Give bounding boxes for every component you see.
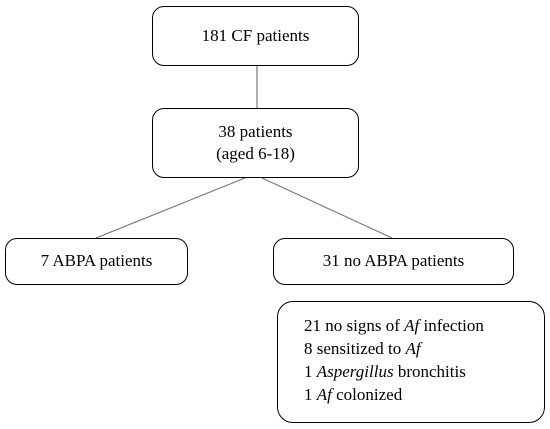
abpa-node-label: 7 ABPA patients: [40, 251, 153, 271]
cohort-age-label: (aged 6-18): [216, 144, 295, 163]
connector-cohort-to-abpa: [95, 177, 246, 239]
no-abpa-node-label: 31 no ABPA patients: [322, 251, 465, 271]
breakdown-item: 21 no signs of Af infection: [304, 316, 484, 335]
no-abpa-node: 31 no ABPA patients: [273, 238, 514, 285]
breakdown-item: 8 sensitized to Af: [304, 339, 421, 359]
breakdown-item: 1 Af colonized: [304, 385, 403, 405]
breakdown-item: 1 Aspergillus bronchitis: [304, 362, 466, 382]
cohort-node: 38 patients (aged 6-18): [152, 108, 359, 178]
root-node-label: 181 CF patients: [201, 25, 310, 45]
abpa-node: 7 ABPA patients: [5, 238, 188, 285]
root-node-cf-patients: 181 CF patients: [152, 6, 359, 66]
connector-cohort-to-no-abpa: [261, 177, 393, 239]
no-abpa-breakdown-box: 21 no signs of Af infection 8 sensitized…: [277, 301, 545, 423]
cohort-count-label: 38 patients: [218, 121, 293, 141]
